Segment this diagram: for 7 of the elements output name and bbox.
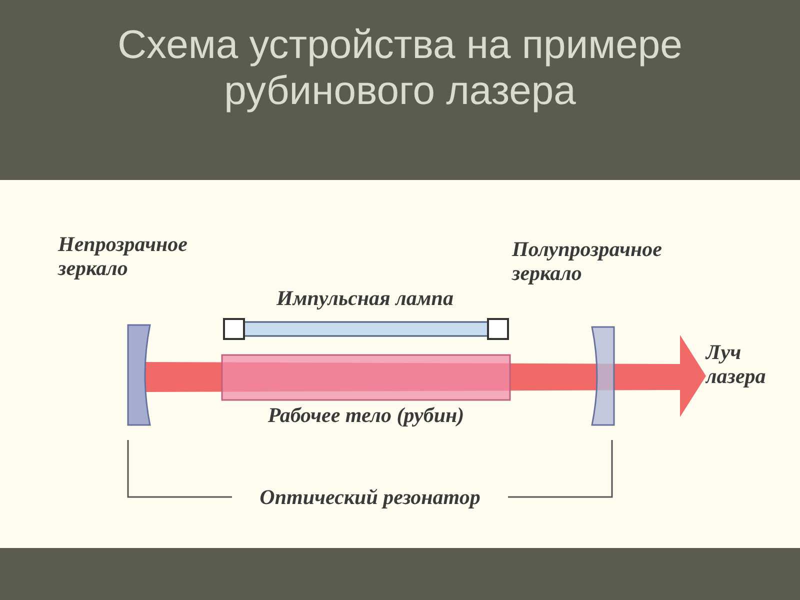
part-label: Непрозрачное зеркало <box>58 232 188 280</box>
bracket-label: Оптический резонатор <box>258 485 482 509</box>
part-label: Полупрозрачное зеркало <box>512 237 663 285</box>
part-label: Рабочее тело (рубин) <box>266 403 466 427</box>
slide-title: Схема устройства на примере рубинового лазера <box>116 22 684 114</box>
part-label: Импульсная лампа <box>275 286 454 310</box>
part-label: Луч лазера <box>706 340 767 388</box>
